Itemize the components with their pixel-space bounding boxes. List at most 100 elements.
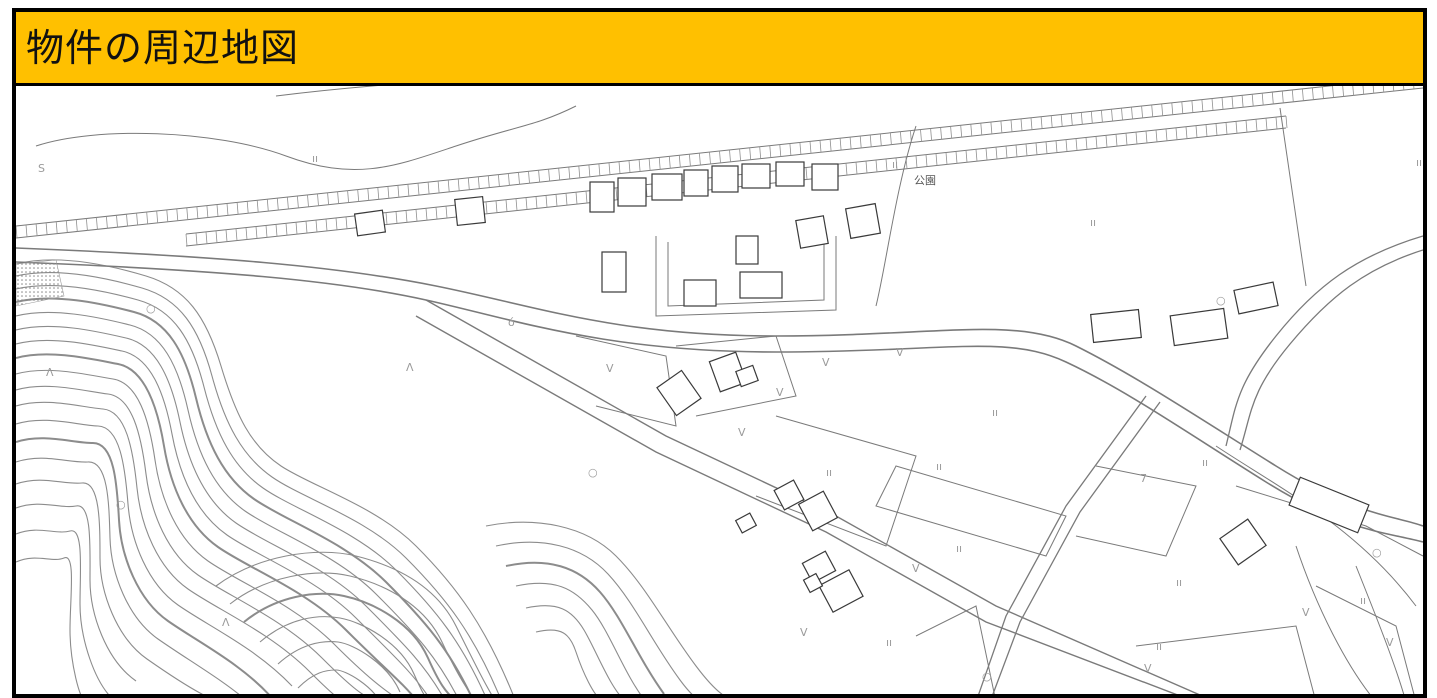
railway-tick: [699, 153, 701, 166]
railway-tick: [865, 161, 868, 174]
railway-tick: [1255, 119, 1258, 132]
railway-tick: [367, 188, 370, 201]
svg-text:Λ: Λ: [406, 361, 414, 374]
svg-text:ıı: ıı: [936, 460, 942, 473]
svg-text:ᐯ: ᐯ: [776, 386, 784, 399]
railway-tick: [45, 222, 48, 235]
railway-tick: [1000, 120, 1003, 134]
railway-tick: [485, 201, 488, 214]
railway-tick: [990, 122, 993, 135]
railway-tick: [377, 187, 380, 200]
railway-tick: [1221, 97, 1224, 110]
railway-tick: [96, 217, 98, 230]
railway-tick: [925, 154, 928, 167]
railway-tick: [136, 213, 138, 226]
railway-tick: [518, 172, 520, 185]
railway-tick: [1070, 113, 1073, 126]
railway-tick: [505, 199, 508, 212]
railway-tick: [387, 186, 390, 199]
railway-tick: [915, 155, 918, 168]
railway-tick: [729, 149, 731, 162]
svg-text:ıı: ıı: [1090, 216, 1096, 229]
railway-tick: [457, 178, 460, 191]
railway-tick: [467, 177, 470, 190]
railway-tick: [265, 225, 268, 238]
railway-tick: [295, 222, 298, 235]
railway-tick: [1225, 122, 1228, 135]
dotted-area: [16, 259, 65, 307]
railway-tick: [528, 171, 530, 184]
railway-tick: [970, 124, 973, 137]
railway-tick: [495, 200, 498, 213]
railway-tick: [226, 203, 229, 216]
svg-text:ᐯ: ᐯ: [800, 626, 808, 639]
railway-tick: [1095, 136, 1098, 149]
railway-tick: [337, 191, 339, 204]
railway-tick: [618, 161, 621, 174]
railway-tick: [525, 197, 528, 210]
railway-tick: [225, 229, 228, 242]
railway-tick: [1015, 144, 1018, 158]
railway-tick: [315, 220, 318, 233]
railway-tick: [1271, 92, 1274, 105]
railway-tick: [965, 150, 968, 163]
railway-tick: [317, 193, 319, 206]
railway-tick: [895, 157, 898, 170]
svg-text:ᐯ: ᐯ: [822, 356, 830, 369]
railway-tick: [1040, 116, 1043, 129]
railway-tick: [769, 145, 772, 158]
svg-text:ᐯ: ᐯ: [896, 346, 904, 359]
svg-text:ᐯ: ᐯ: [606, 362, 614, 375]
svg-text:Λ: Λ: [222, 616, 230, 629]
railway-tick: [678, 155, 681, 168]
railway-tick: [839, 138, 842, 151]
railway-tick: [1075, 138, 1078, 151]
railway-tick: [819, 140, 822, 153]
railway-tick: [940, 127, 942, 140]
railway-tick: [435, 207, 438, 220]
railway-tick: [1115, 134, 1118, 147]
railway-tick: [1105, 135, 1108, 148]
railway-tick: [1285, 115, 1288, 129]
railway-tick: [1151, 104, 1154, 117]
railway-tick: [1030, 117, 1033, 130]
railway-tick: [1035, 142, 1038, 155]
railway-tick: [215, 230, 218, 243]
railway-tick: [1205, 124, 1208, 137]
railway-tick: [1155, 129, 1158, 142]
railway-tick: [1085, 137, 1088, 150]
railway-tick: [1362, 86, 1365, 95]
railway-tick: [1195, 125, 1198, 138]
railway-tick: [415, 209, 418, 222]
svg-text:ᐯ: ᐯ: [912, 562, 920, 575]
railway-tick: [405, 210, 408, 223]
railway-tick: [869, 134, 872, 147]
svg-text:ıı: ıı: [1156, 640, 1162, 653]
svg-text:ıı: ıı: [1176, 576, 1182, 589]
railway-tick: [1235, 121, 1238, 134]
map-symbols: S ıı ıı ıı ıı Λ Λ Λ ○ ○ ○ ○ ό ᐯ ᐯ ᐯ ᐯ ᐯ …: [38, 152, 1422, 683]
railway-tick: [995, 147, 998, 160]
railway-tick: [116, 215, 118, 228]
railway-tick: [1265, 118, 1268, 131]
railway-tick: [176, 208, 179, 221]
railway-tick: [166, 209, 169, 222]
railway-tick: [86, 218, 88, 231]
railway-tick: [1090, 111, 1093, 124]
railway-tick: [1171, 102, 1174, 115]
railway-tick: [417, 183, 420, 196]
railway-tick: [256, 200, 259, 213]
railway-tick: [1302, 88, 1304, 101]
page-title: 物件の周辺地図: [26, 25, 300, 70]
railway-tick: [1332, 86, 1334, 98]
railway-tick: [1060, 114, 1063, 127]
railway-tick: [1005, 145, 1008, 159]
map-view[interactable]: S ıı ıı ıı ıı Λ Λ Λ ○ ○ ○ ○ ό ᐯ ᐯ ᐯ ᐯ ᐯ …: [16, 86, 1423, 694]
railway-tick: [357, 189, 360, 202]
railway-tick: [1080, 112, 1083, 125]
railway-tick: [195, 232, 198, 245]
svg-text:ᐯ: ᐯ: [1302, 606, 1310, 619]
railway-tick: [397, 185, 400, 198]
railway-tick: [809, 141, 812, 154]
railway-tick: [575, 192, 578, 205]
